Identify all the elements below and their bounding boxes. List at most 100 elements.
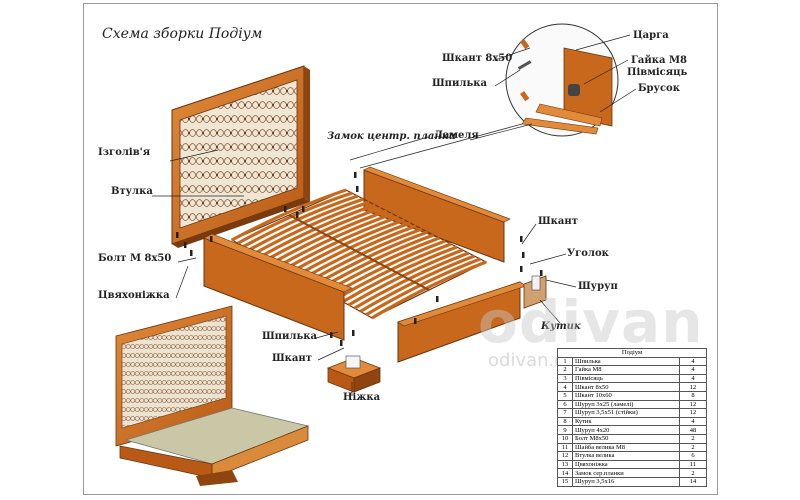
hardware-pin (210, 236, 213, 242)
parts-cell-qty: 6 (679, 451, 707, 461)
parts-cell-qty: 14 (679, 476, 707, 487)
parts-cell-n: 11 (557, 442, 573, 453)
parts-cell-qty: 2 (679, 468, 707, 478)
parts-cell-name: Півмісяць (572, 373, 680, 384)
label-pivmisyats: Півмісяць (627, 67, 688, 78)
label-bolt: Болт М 8х50 (98, 253, 172, 264)
hardware-pin (184, 242, 187, 248)
slat (295, 221, 411, 278)
slat (307, 227, 423, 284)
label-lamel: Ламеля (434, 130, 479, 141)
parts-cell-name: Гайка М8 (572, 365, 680, 375)
parts-cell-qty: 12 (679, 399, 707, 410)
label-brusok: Брусок (638, 83, 680, 94)
label-shkant-right: Шкант (538, 216, 578, 227)
parts-cell-n: 4 (557, 382, 573, 392)
parts-cell-n: 3 (557, 373, 573, 384)
diagram-title: Схема зборки Подіум (102, 26, 263, 42)
parts-cell-qty: 48 (679, 425, 707, 435)
side-rail-right (363, 166, 511, 263)
parts-cell-n: 12 (557, 451, 573, 461)
parts-cell-n: 2 (557, 365, 573, 375)
slat (342, 245, 458, 304)
parts-cell-name: Шуруп 3,5х16 (572, 476, 680, 487)
parts-cell-n: 6 (557, 399, 573, 410)
parts-cell-name: Цвяхоніжка (572, 459, 680, 470)
parts-cell-n: 5 (557, 390, 573, 401)
label-nizhka: Ніжка (343, 392, 381, 403)
slat (231, 188, 347, 242)
hardware-pin (414, 318, 417, 324)
slat (242, 194, 359, 248)
hardware-pin (190, 250, 193, 256)
label-zamok: Замок центр. планки (327, 131, 456, 142)
parts-cell-n: 15 (557, 476, 573, 487)
parts-cell-name: Замок сер.планки (572, 468, 680, 478)
side-rail-left (203, 233, 353, 341)
label-shpylka-top: Шпилька (432, 78, 487, 89)
parts-cell-qty: 4 (679, 416, 707, 427)
label-tsarga: Царга (633, 30, 669, 41)
slat (336, 242, 452, 300)
slat (248, 197, 365, 252)
label-shkant-bottom: Шкант (272, 353, 312, 364)
leader-lines (152, 34, 637, 396)
parts-cell-qty: 11 (679, 459, 707, 470)
parts-cell-qty: 4 (679, 356, 707, 367)
slat (254, 200, 370, 255)
slat (371, 260, 487, 320)
headboard (171, 65, 310, 248)
slat-frame (230, 188, 488, 320)
hardware-pin (520, 236, 523, 242)
parts-cell-qty: 2 (679, 442, 707, 453)
watermark-logo: odivan (478, 288, 704, 356)
foot-rail (397, 281, 527, 363)
slat (301, 224, 417, 281)
label-shurup: Шуруп (578, 281, 618, 292)
slat (289, 218, 405, 274)
detail-magnifier (359, 23, 619, 169)
parts-cell-n: 14 (557, 468, 573, 478)
hardware-pin (356, 186, 359, 192)
parts-cell-name: Болт М8х50 (572, 433, 680, 444)
parts-cell-n: 8 (557, 416, 573, 427)
parts-cell-qty: 4 (679, 373, 707, 384)
parts-cell-n: 1 (557, 356, 573, 367)
hardware-pin (522, 252, 525, 258)
hardware-pins (176, 172, 543, 346)
slat (283, 215, 400, 271)
label-gaika-m8: Гайка М8 (631, 55, 688, 66)
slat (347, 248, 464, 307)
label-uzhik: Уголок (567, 248, 609, 259)
parts-cell-name: Шкант 8х50 (572, 382, 680, 392)
hardware-pin (340, 340, 343, 346)
parts-cell-qty: 8 (679, 390, 707, 401)
parts-cell-name: Кутик (572, 416, 680, 427)
parts-table-title: Подіум (557, 348, 707, 358)
parts-cell-n: 7 (557, 408, 573, 418)
slat (266, 206, 382, 261)
slat (272, 209, 388, 265)
parts-cell-n: 13 (557, 459, 573, 470)
label-tsvyakh: Цвяхоніжка (98, 290, 170, 301)
slat (353, 251, 470, 310)
parts-cell-name: Шуруп 4х20 (572, 425, 680, 435)
parts-cell-name: Шуруп 3,5х51 (стійки) (572, 408, 680, 418)
hardware-pin (330, 332, 333, 338)
slat (365, 257, 481, 317)
